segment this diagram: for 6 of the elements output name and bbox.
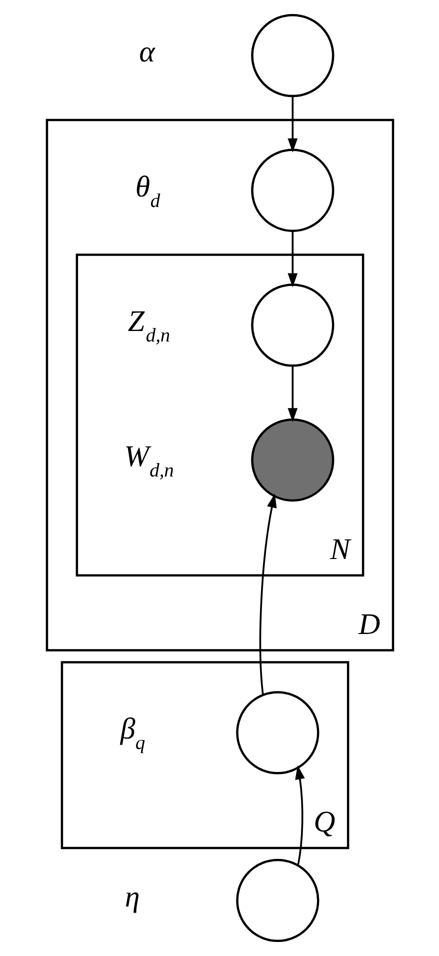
node-label: α	[138, 36, 154, 69]
node-label: θ$_{d}$	[134, 170, 160, 212]
node-label: β$_{q}$	[120, 712, 145, 754]
node-label: W$_{d,n}$	[124, 440, 174, 482]
node-label: η	[124, 880, 140, 914]
node-label: Z$_{d,n}$	[127, 305, 170, 347]
